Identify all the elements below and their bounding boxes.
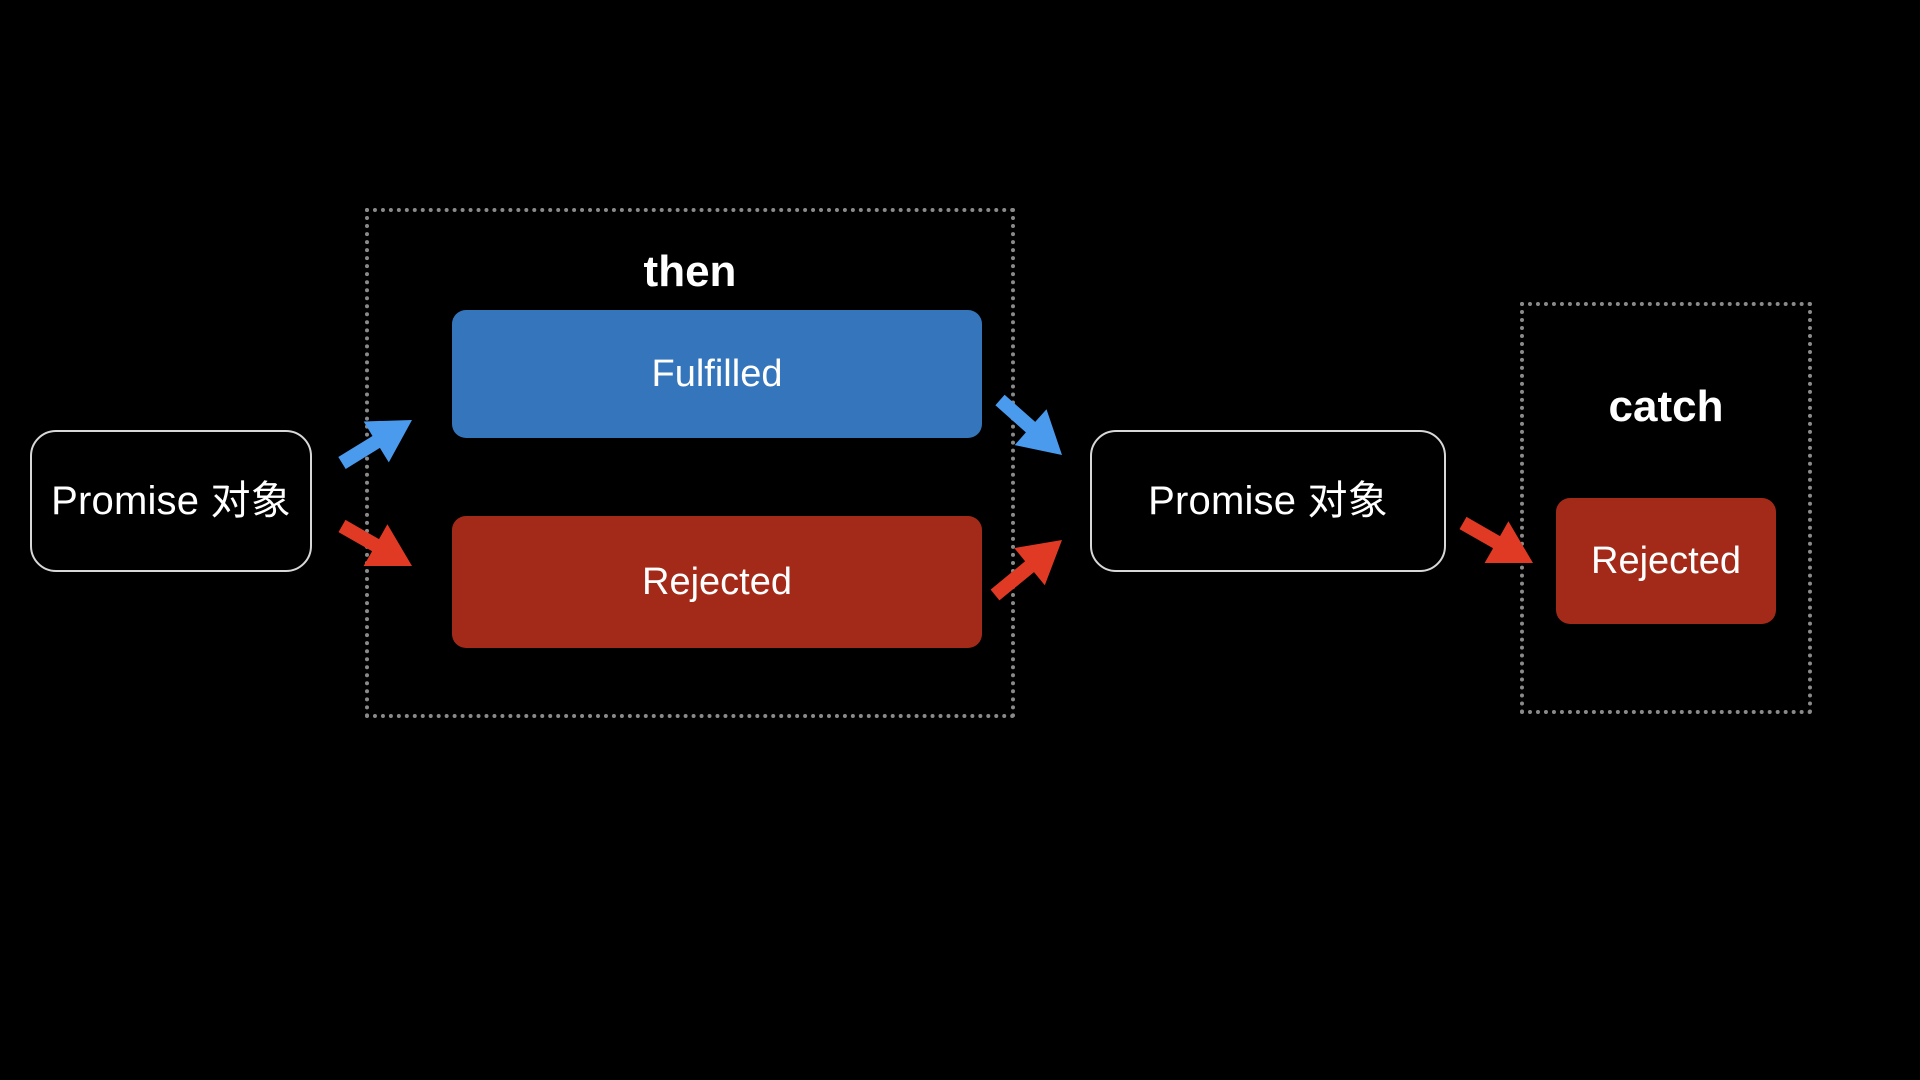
state-box-rejected-catch-label: Rejected (1591, 540, 1741, 582)
state-box-rejected-then[interactable]: Rejected (452, 516, 982, 648)
state-box-fulfilled-label: Fulfilled (651, 353, 783, 395)
group-then-title: then (643, 247, 737, 296)
group-catch (1520, 302, 1812, 714)
promise-object-source-label: Promise 对象 (51, 479, 291, 523)
state-box-fulfilled[interactable]: Fulfilled (452, 310, 982, 438)
state-box-rejected-then-label: Rejected (642, 561, 792, 603)
state-box-rejected-catch[interactable]: Rejected (1556, 498, 1776, 624)
group-catch-title: catch (1608, 382, 1724, 431)
promise-object-middle[interactable]: Promise 对象 (1090, 430, 1446, 572)
promise-object-source[interactable]: Promise 对象 (30, 430, 312, 572)
promise-object-middle-label: Promise 对象 (1148, 479, 1388, 523)
